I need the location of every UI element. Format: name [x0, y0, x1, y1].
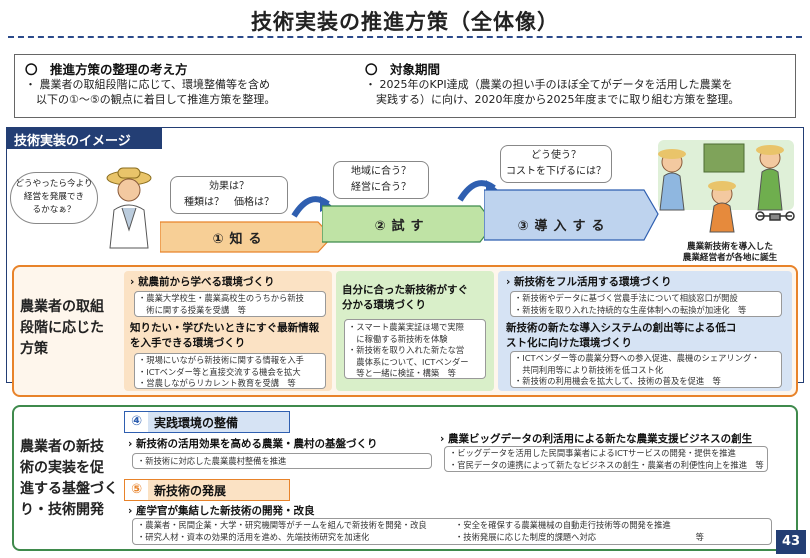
know-heading-1: › 就農前から学べる環境づくり	[130, 276, 275, 288]
image-section-title: 技術実装のイメージ	[6, 127, 162, 149]
policy-heading: 〇 推進方策の整理の考え方	[25, 62, 188, 77]
adopt-detail-1: ・新技術やデータに基づく営農手法について相談窓口が開設 ・新技術を取り入れた持続…	[510, 291, 782, 317]
rd-heading: › 産学官が集結した新技術の開発・改良	[128, 505, 315, 517]
period-text: ・ 2025年のKPI達成（農業の担い手のほぼ全てがデータを活用した農業を 実践…	[365, 78, 740, 106]
adopt-detail-2: ・ICTベンダー等の農業分野への参入促進、農機のシェアリング・ 共同利用等により…	[510, 351, 782, 388]
step-know-label: ①知る	[212, 231, 268, 247]
rd-detail-box: ・農業者・民間企業・大学・研究機関等がチームを組んで新技術を開発・改良 ・研究人…	[132, 518, 772, 545]
practice-env-tag: ④ 実践環境の整備	[124, 411, 290, 433]
step-adopt-arrow	[484, 189, 659, 241]
period-heading: 〇 対象期間	[365, 62, 441, 77]
bigdata-heading: › 農業ビッグデータの利活用による新たな農業支援ビジネスの創生	[440, 433, 753, 445]
tech-dev-tag: ⑤ 新技術の発展	[124, 479, 290, 501]
adopt-heading-1: › 新技術をフル活用する環境づくり	[506, 276, 672, 288]
title-divider	[8, 36, 802, 38]
farmer-thought-bubble: どうやったら今より 経営を発展でき るかなぁ？	[10, 172, 98, 224]
infra-heading: › 新技術の活用効果を高める農業・農村の基盤づくり	[128, 438, 378, 450]
practice-env-number: ④	[125, 412, 149, 432]
adopt-heading-2: 新技術の新たな導入システムの創出等による低コ スト化に向けた環境づくり	[506, 322, 737, 349]
try-column: 自分に合った新技術がすぐ 分かる環境づくり ・スマート農業実証ほ場で実際 に稼働…	[336, 271, 494, 391]
summary-box: 〇 推進方策の整理の考え方 ・ 農業者の取組段階に応じて、環境整備等を含め 以下…	[14, 54, 796, 118]
tech-dev-title: 新技術の発展	[154, 483, 227, 498]
adopt-column: › 新技術をフル活用する環境づくり ・新技術やデータに基づく営農手法について相談…	[498, 271, 792, 391]
know-detail-1: ・農業大学校生・農業高校生のうちから新技 術に関する授業を受講 等	[134, 291, 326, 317]
try-detail: ・スマート農業実証ほ場で実際 に稼働する新技術を体験 ・新技術を取り入れた新たな…	[344, 319, 486, 379]
try-heading: 自分に合った新技術がすぐ 分かる環境づくり	[342, 284, 468, 311]
farmers-group-illustration	[658, 140, 795, 233]
bubble-try: 地域に合う？ 経営に合う？	[333, 161, 429, 199]
foundation-label: 農業者の新技 術の実装を促 進する基盤づく り・技術開発	[20, 439, 118, 518]
step-try-label: ②試す	[374, 218, 430, 234]
page-number: 43	[776, 530, 806, 554]
adopters-caption: 農業新技術を導入した 農業経営者が各地に誕生	[682, 242, 778, 263]
step-adopt-label: ③導入する	[517, 218, 611, 234]
know-heading-2: 知りたい・学びたいときにすぐ最新情報 を入手できる環境づくり	[130, 322, 320, 349]
rd-detail-left: ・農業者・民間企業・大学・研究機関等がチームを組んで新技術を開発・改良 ・研究人…	[137, 520, 427, 542]
bigdata-detail: ・ビッグデータを活用した民間事業者によるICTサービスの開発・提供を推進 ・官民…	[444, 446, 768, 472]
infra-detail: ・新技術に対応した農業農村整備を推進	[132, 453, 432, 469]
page-title: 技術実装の推進方策（全体像）	[251, 10, 559, 34]
rd-detail-right: ・安全を確保する農業機械の自動走行技術等の開発を推進 ・技術発展に応じた制度的課…	[455, 520, 704, 542]
stage-measures-label: 農業者の取組 段階に応じた 方策	[20, 299, 104, 357]
step-know-arrow	[160, 221, 333, 253]
bubble-adopt: どう使う？ コストを下げるには？	[500, 145, 612, 183]
practice-env-title: 実践環境の整備	[154, 415, 239, 430]
tech-dev-number: ⑤	[125, 480, 149, 500]
farmer-illustration	[106, 167, 152, 249]
know-detail-2: ・現場にいながら新技術に関する情報を入手 ・ICTベンダー等と直接交流する機会を…	[134, 353, 326, 389]
bubble-know: 効果は？ 種類は？ 価格は？	[170, 176, 288, 214]
know-column: › 就農前から学べる環境づくり ・農業大学校生・農業高校生のうちから新技 術に関…	[124, 271, 332, 391]
policy-text: ・ 農業者の取組段階に応じて、環境整備等を含め 以下の①～⑤の観点に着目して推進…	[25, 78, 276, 106]
